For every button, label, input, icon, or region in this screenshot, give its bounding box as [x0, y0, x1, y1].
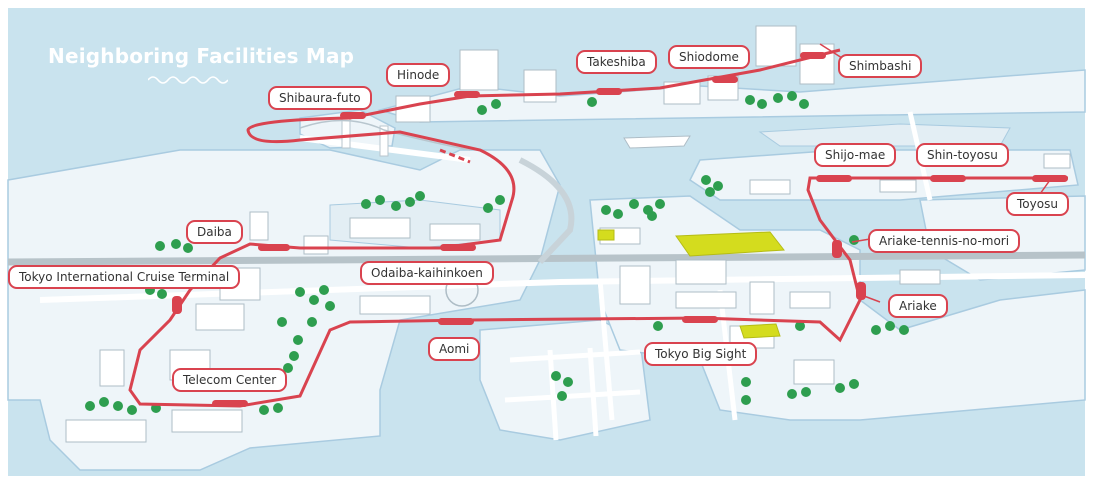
- station-label-tokyo-big-sight[interactable]: Tokyo Big Sight: [644, 342, 758, 366]
- map-title: Neighboring Facilities Map: [48, 44, 355, 68]
- station-label-odaiba-kaihinkoen[interactable]: Odaiba-kaihinkoen: [360, 261, 494, 285]
- station-label-daiba[interactable]: Daiba: [186, 220, 243, 244]
- station-label-shibaura-futo[interactable]: Shibaura-futo: [268, 86, 372, 110]
- station-markers: [172, 52, 1068, 407]
- station-label-telecom-center[interactable]: Telecom Center: [172, 368, 288, 392]
- road-loop: [518, 157, 575, 265]
- railway-yurikamome: [128, 48, 1068, 408]
- ship: [623, 135, 691, 149]
- land-harumi: [758, 123, 1011, 147]
- buildings: [65, 25, 1071, 443]
- station-label-ariake-tennis-no-mori[interactable]: Ariake-tennis-no-mori: [868, 229, 1021, 253]
- road-cross-1: [597, 279, 615, 421]
- station-label-aomi[interactable]: Aomi: [428, 337, 481, 361]
- station-label-shiodome[interactable]: Shiodome: [668, 45, 750, 69]
- station-label-shin-toyosu[interactable]: Shin-toyosu: [916, 143, 1009, 167]
- station-label-ariake[interactable]: Ariake: [888, 294, 948, 318]
- station-label-hinode[interactable]: Hinode: [386, 63, 451, 87]
- station-label-shijo-mae[interactable]: Shijo-mae: [814, 143, 897, 167]
- station-label-shimbashi[interactable]: Shimbashi: [838, 54, 923, 78]
- railway-branch: [439, 148, 471, 164]
- road-grid: [504, 347, 641, 441]
- trees: [85, 91, 909, 415]
- station-label-toyosu[interactable]: Toyosu: [1006, 192, 1069, 216]
- wave-icon: [148, 76, 228, 84]
- station-label-tokyo-international-cruise-terminal[interactable]: Tokyo International Cruise Terminal: [8, 265, 241, 289]
- station-label-takeshiba[interactable]: Takeshiba: [576, 50, 657, 74]
- bridge-tower: [299, 117, 471, 157]
- highlighted-buildings: [597, 229, 785, 339]
